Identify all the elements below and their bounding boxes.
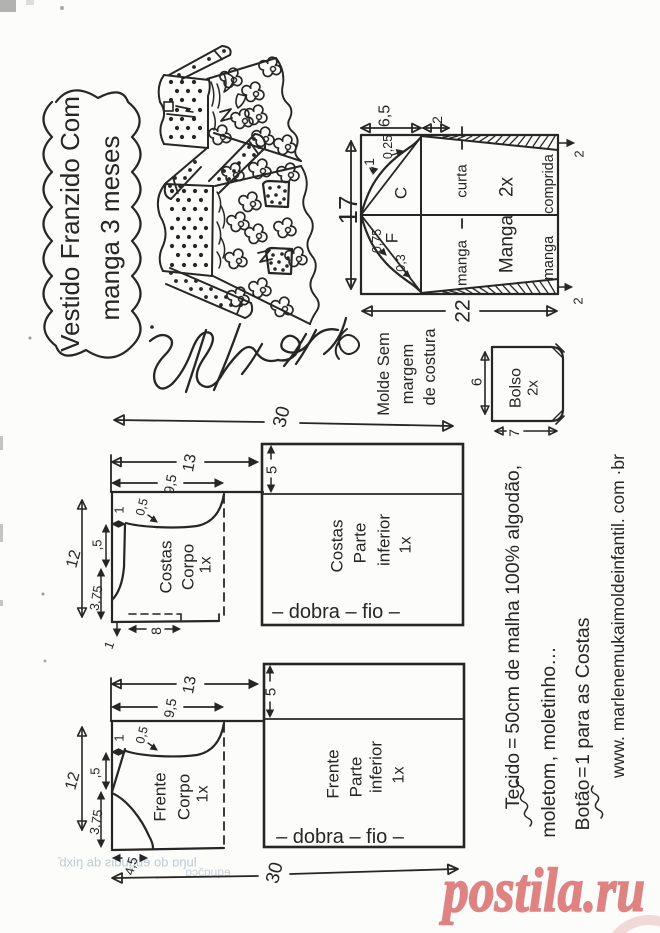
svg-text:manga 3 meses: manga 3 meses (95, 136, 125, 321)
svg-text:inferior: inferior (375, 514, 394, 566)
svg-text:manga: manga (541, 235, 557, 280)
svg-text:,5: ,5 (88, 768, 103, 779)
svg-text:Corpo: Corpo (179, 544, 198, 590)
svg-text:4,5: 4,5 (121, 855, 140, 876)
svg-text:22: 22 (452, 299, 475, 322)
svg-text:Manga: Manga (497, 215, 518, 274)
svg-text:Botão = 1 para as Costas: Botão = 1 para as Costas (572, 617, 594, 830)
svg-text:www. marlenemukaimoldeinfantil: www. marlenemukaimoldeinfantil. com ·br (608, 454, 628, 779)
svg-text:C: C (392, 187, 411, 199)
svg-text:Molde Sem: Molde Sem (375, 332, 393, 415)
svg-text:1: 1 (112, 734, 127, 741)
svg-text:9,5: 9,5 (160, 473, 179, 495)
svg-text:curta: curta (454, 164, 471, 198)
svg-text:comprida: comprida (541, 153, 557, 214)
svg-text:1: 1 (361, 158, 377, 166)
svg-text:manga: manga (454, 239, 471, 286)
svg-text:13: 13 (180, 675, 200, 696)
svg-text:17: 17 (333, 196, 363, 225)
svg-text:6,5: 6,5 (377, 105, 394, 127)
svg-text:Costas: Costas (328, 520, 347, 573)
svg-text:0,3: 0,3 (394, 254, 408, 271)
svg-text:13: 13 (180, 453, 200, 474)
svg-text:̑dxiŋ ab ƨiɒupuɘ ob ɒŋul: ̑dxiŋ ab ƨiɒupuɘ ob ɒŋul (57, 855, 196, 870)
svg-text:Corpo: Corpo (175, 774, 194, 820)
svg-text:Costas: Costas (157, 541, 176, 594)
svg-text:ɒɔčɒupɘ: ɒɔčɒupɘ (185, 865, 231, 879)
svg-text:– dobra – fio –: – dobra – fio – (272, 601, 401, 623)
svg-text:0,75: 0,75 (370, 229, 384, 253)
svg-text:3,75: 3,75 (86, 584, 105, 612)
svg-text:Bolso: Bolso (508, 368, 525, 408)
svg-text:de costura: de costura (421, 328, 439, 406)
svg-text:2: 2 (571, 297, 586, 304)
svg-text:0,5: 0,5 (133, 497, 151, 517)
svg-text:2x: 2x (525, 380, 542, 396)
svg-text:12: 12 (62, 770, 83, 792)
svg-text:1: 1 (101, 639, 118, 651)
svg-text:2: 2 (429, 116, 445, 124)
svg-text:5: 5 (264, 466, 281, 474)
svg-text:0,5: 0,5 (133, 725, 151, 745)
svg-text:Tecido = 50cm de malha 100%: Tecido = 50cm de malha 100% algodão, (502, 465, 524, 809)
svg-text:Parte: Parte (351, 523, 370, 564)
svg-text:– dobra – fio –: – dobra – fio – (276, 826, 405, 848)
svg-text:moletom , moletinho…: moletom , moletinho… (538, 646, 560, 837)
svg-text:1x: 1x (195, 786, 212, 803)
svg-text:2x: 2x (497, 176, 518, 197)
svg-text:Frente: Frente (151, 772, 170, 821)
svg-text:8: 8 (148, 627, 164, 635)
svg-text:5: 5 (263, 688, 280, 696)
svg-text:2: 2 (572, 150, 587, 157)
svg-text:9,5: 9,5 (160, 697, 179, 719)
svg-text:6: 6 (469, 378, 486, 386)
svg-text:1x: 1x (198, 557, 215, 574)
svg-text:margem: margem (399, 344, 417, 405)
svg-text:F: F (383, 233, 402, 243)
svg-text:3,75: 3,75 (86, 808, 105, 836)
svg-text:Parte: Parte (347, 757, 366, 798)
svg-text:inferior: inferior (367, 741, 386, 793)
svg-text:Frente: Frente (324, 749, 343, 798)
svg-text:7: 7 (506, 429, 522, 437)
svg-text:0,25: 0,25 (381, 135, 395, 159)
svg-text:Vestido Franzido Com: Vestido Franzido Com (55, 96, 85, 352)
svg-text:1: 1 (112, 506, 127, 513)
svg-text:postila.ru: postila.ru (439, 857, 645, 925)
svg-text:,5: ,5 (90, 540, 105, 551)
svg-text:1x: 1x (398, 537, 415, 554)
svg-text:12: 12 (63, 548, 84, 570)
svg-text:1x: 1x (391, 767, 408, 784)
